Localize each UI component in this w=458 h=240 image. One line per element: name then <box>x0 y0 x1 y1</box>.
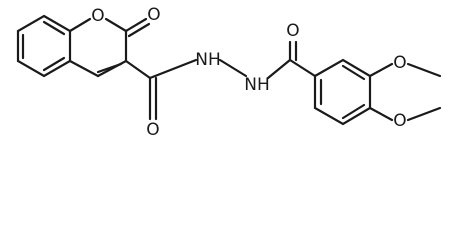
dimethoxyphenyl-ring <box>313 58 372 126</box>
hydrazide-nh-1-label: NH <box>195 50 221 70</box>
amide-1-oxygen-label: O <box>146 120 159 140</box>
coumarin-pyranone-ring <box>68 17 128 78</box>
hydrazide-nh-2-label: NH <box>244 75 270 95</box>
amide-1-bonds <box>124 58 198 121</box>
hydrazide-bonds <box>218 58 248 78</box>
lactone-carbonyl-bond <box>124 17 151 38</box>
chemical-structure: O O O NH NH O O O <box>16 5 442 140</box>
lactone-carbonyl-oxygen-label: O <box>147 5 160 25</box>
methoxy-bonds <box>368 62 442 122</box>
amide-2-bonds <box>266 40 317 80</box>
methoxy-4-oxygen-label: O <box>393 111 406 131</box>
methoxy-3-oxygen-label: O <box>393 53 406 73</box>
ring-oxygen-label: O <box>91 6 104 26</box>
coumarin-benzene-ring <box>16 14 72 78</box>
amide-2-oxygen-label: O <box>286 21 299 41</box>
